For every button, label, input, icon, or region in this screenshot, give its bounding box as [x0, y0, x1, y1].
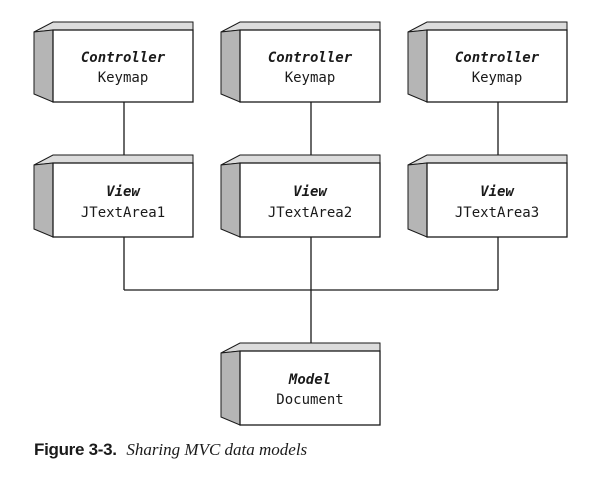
figure-caption-text: Sharing MVC data models — [126, 440, 308, 459]
model-name: Document — [276, 392, 343, 408]
controller-3-name: Keymap — [472, 70, 523, 86]
view-2-role: View — [293, 184, 328, 200]
connectors — [123, 102, 499, 345]
figure-caption: Figure 3-3. Sharing MVC data models — [34, 440, 307, 460]
controller-3-role: Controller — [455, 50, 540, 66]
controller-box-1: Controller Keymap — [33, 21, 194, 103]
view-1-role: View — [106, 184, 141, 200]
controller-1-name: Keymap — [98, 70, 149, 86]
model-role: Model — [288, 372, 331, 388]
figure-caption-prefix: Figure 3-3. — [34, 440, 117, 459]
controller-2-role: Controller — [268, 50, 353, 66]
view-2-name: JTextArea2 — [268, 205, 352, 221]
view-3-role: View — [480, 184, 515, 200]
view-box-3: View JTextArea3 — [407, 154, 568, 238]
view-1-name: JTextArea1 — [81, 205, 165, 221]
view-box-2: View JTextArea2 — [220, 154, 381, 238]
model-box: Model Document — [220, 342, 381, 426]
controller-box-3: Controller Keymap — [407, 21, 568, 103]
controller-box-2: Controller Keymap — [220, 21, 381, 103]
controller-2-name: Keymap — [285, 70, 336, 86]
view-3-name: JTextArea3 — [455, 205, 539, 221]
view-box-1: View JTextArea1 — [33, 154, 194, 238]
controller-1-role: Controller — [81, 50, 166, 66]
